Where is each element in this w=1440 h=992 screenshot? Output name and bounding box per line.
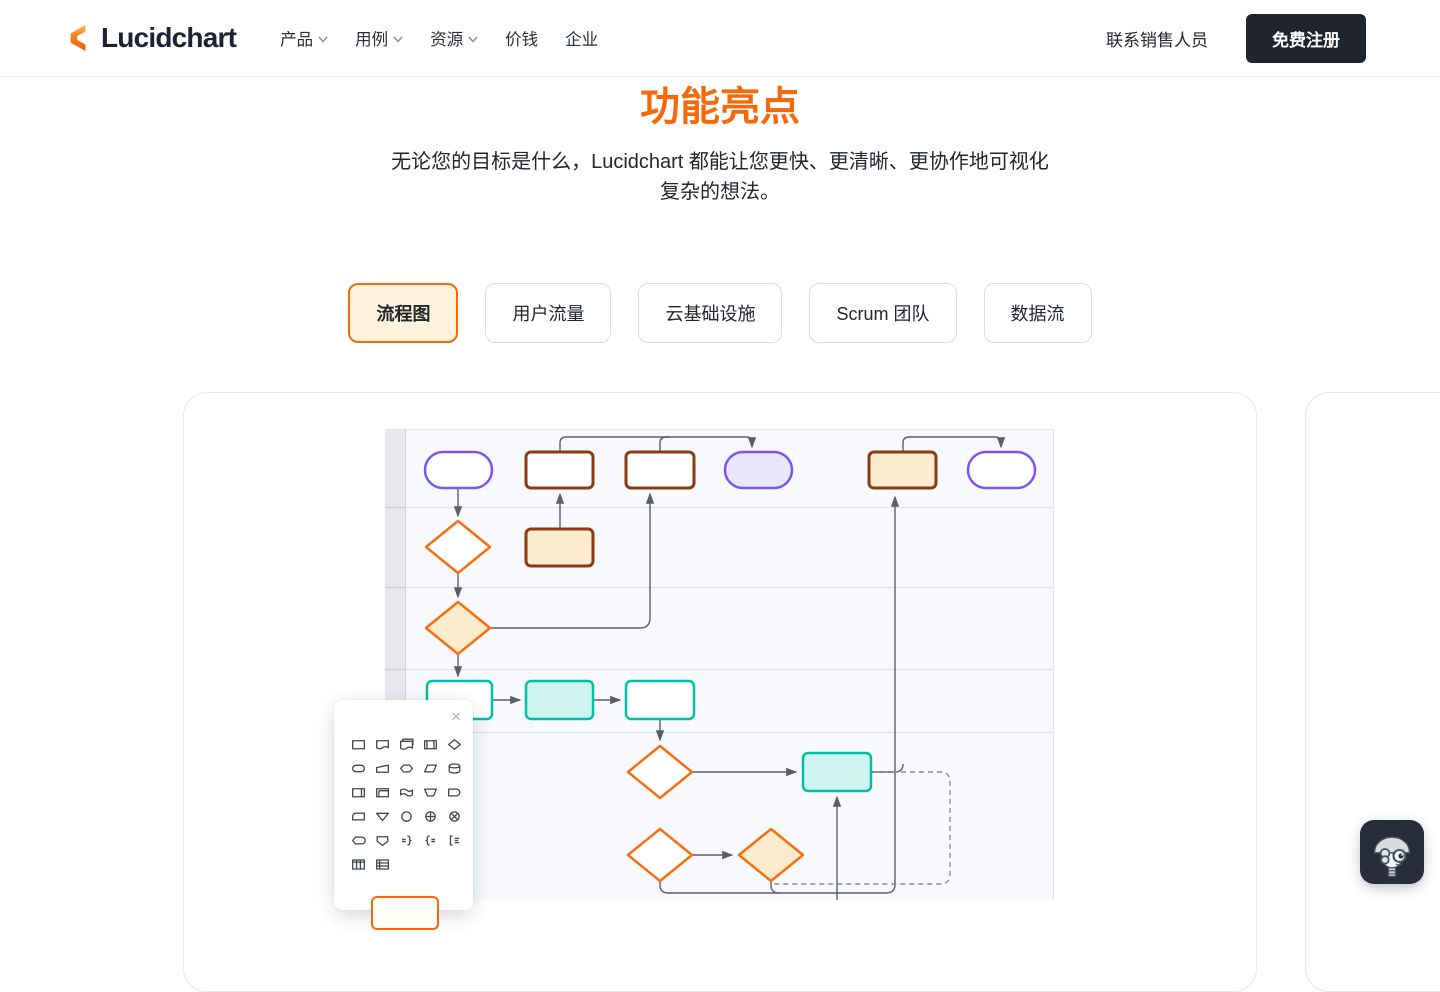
subtitle-line-1: 无论您的目标是什么，Lucidchart 都能让您更快、更清晰、更协作地可视化 <box>391 151 1049 173</box>
page-subtitle: 无论您的目标是什么，Lucidchart 都能让您更快、更清晰、更协作地可视化复… <box>340 147 1100 207</box>
shape-manual-input-icon <box>370 756 394 780</box>
tab-流程图[interactable]: 流程图 <box>348 283 459 343</box>
shape-or-icon <box>418 804 442 828</box>
shape-bracket-note-icon <box>442 828 466 852</box>
lucidchart-logo-icon <box>70 25 86 51</box>
shape-off-page-connector-icon <box>370 828 394 852</box>
subtitle-line-2: 复杂的想法。 <box>660 181 780 203</box>
flow-connector <box>770 881 780 894</box>
tab-用户流量[interactable]: 用户流量 <box>485 283 612 343</box>
shape-predefined-process-icon <box>418 732 442 756</box>
contact-sales-link[interactable]: 联系销售人员 <box>1106 30 1208 50</box>
flow-connector <box>490 492 655 629</box>
nav-item-产品[interactable]: 产品 <box>280 26 328 50</box>
nav-item-label: 价钱 <box>505 31 539 49</box>
process-shape <box>524 450 595 490</box>
logo-wordmark: Lucidchart <box>101 22 237 53</box>
nav-item-label: 资源 <box>430 31 464 49</box>
help-chat-launcher[interactable] <box>1360 820 1424 884</box>
shape-merge-icon <box>370 804 394 828</box>
process-shape <box>624 450 696 490</box>
shape-decision-icon <box>442 732 466 756</box>
decision-shape <box>626 744 694 800</box>
palette-highlighted-shape <box>371 896 439 930</box>
shape-brace-note-right-icon <box>394 828 418 852</box>
shape-palette-panel: × <box>334 700 473 930</box>
topbar-right: 联系销售人员 免费注册 <box>1106 13 1366 63</box>
chevron-down-icon <box>318 36 328 43</box>
process-shape <box>524 679 595 721</box>
shape-manual-operation-icon <box>418 780 442 804</box>
shape-summing-junction-icon <box>442 804 466 828</box>
flow-connector <box>659 436 670 452</box>
nav-item-label: 用例 <box>355 31 389 49</box>
robot-avatar-icon <box>1373 836 1411 878</box>
flow-connector <box>902 436 1006 452</box>
shape-brace-note-left-icon <box>418 828 442 852</box>
terminator-shape <box>966 450 1037 490</box>
nav-item-label: 企业 <box>565 31 599 49</box>
process-shape <box>624 679 696 721</box>
shape-note-square-icon <box>370 780 394 804</box>
shape-delay-icon <box>442 780 466 804</box>
shape-palette-grid <box>346 732 466 876</box>
process-shape <box>524 527 595 568</box>
process-shape <box>801 751 873 793</box>
page-title: 功能亮点 <box>640 85 800 129</box>
nav-item-价钱[interactable]: 价钱 <box>505 26 538 50</box>
nav-item-资源[interactable]: 资源 <box>430 26 478 50</box>
tab-Scrum 团队[interactable]: Scrum 团队 <box>809 283 957 343</box>
terminator-shape <box>723 450 794 490</box>
shape-vertical-container-icon <box>346 852 370 876</box>
shape-internal-storage-icon <box>346 780 370 804</box>
flow-connector <box>559 436 757 452</box>
shape-multiple-documents-icon <box>394 732 418 756</box>
close-icon: × <box>451 707 461 726</box>
top-navigation-bar: Lucidchart 产品 用例 资源 价钱 企业 联系销售人员 免费注册 <box>0 0 1440 77</box>
next-showcase-card-partial <box>1305 392 1440 992</box>
flowchart-illustration <box>385 429 1054 900</box>
flow-connector-dashed <box>772 771 951 885</box>
tab-云基础设施[interactable]: 云基础设施 <box>638 283 783 343</box>
nav-item-用例[interactable]: 用例 <box>355 26 403 50</box>
shape-paper-tape-icon <box>394 780 418 804</box>
shape-process-icon <box>346 732 370 756</box>
main-nav: 产品 用例 资源 价钱 企业 <box>280 26 598 50</box>
nav-item-label: 产品 <box>280 31 314 49</box>
terminator-shape <box>423 450 494 490</box>
diagram-canvas <box>385 429 1054 900</box>
diagram-type-tabs: 流程图用户流量云基础设施 Scrum 团队数据流 <box>0 283 1440 343</box>
shape-connector-icon <box>394 804 418 828</box>
signup-free-button[interactable]: 免费注册 <box>1246 13 1366 63</box>
chevron-down-icon <box>393 36 403 43</box>
shape-card-icon <box>346 804 370 828</box>
shape-terminator-icon <box>346 756 370 780</box>
lucidchart-logo[interactable]: Lucidchart <box>66 22 237 54</box>
nav-item-企业[interactable]: 企业 <box>565 26 598 50</box>
decision-shape <box>424 519 492 575</box>
shape-preparation-icon <box>394 756 418 780</box>
process-shape <box>867 450 938 490</box>
shape-horizontal-container-icon <box>370 852 394 876</box>
feature-highlights-section: 功能亮点 无论您的目标是什么，Lucidchart 都能让您更快、更清晰、更协作… <box>0 77 1440 207</box>
decision-shape <box>737 827 805 883</box>
shape-data-icon <box>418 756 442 780</box>
shape-document-icon <box>370 732 394 756</box>
decision-shape <box>626 827 694 883</box>
decision-shape <box>424 600 492 656</box>
chevron-down-icon <box>468 36 478 43</box>
tab-数据流[interactable]: 数据流 <box>983 283 1092 343</box>
shape-database-icon <box>442 756 466 780</box>
shape-display-icon <box>346 828 370 852</box>
